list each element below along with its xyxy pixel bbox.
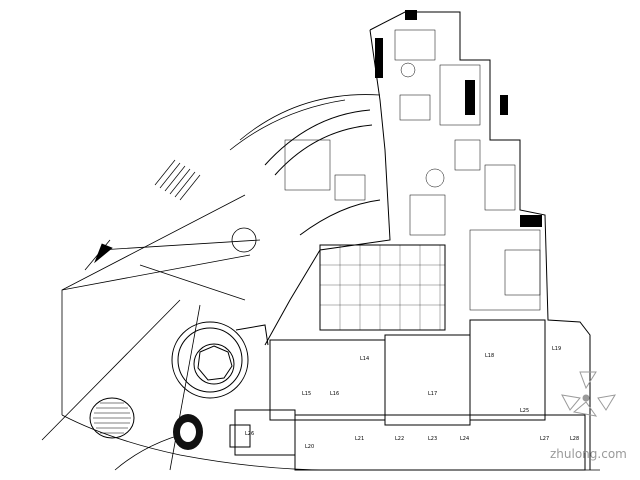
room-label: L25	[520, 408, 529, 414]
room-label: L20	[305, 444, 314, 450]
room-label: L28	[570, 436, 579, 442]
room-label: L24	[460, 436, 469, 442]
rotunda	[171, 321, 269, 399]
interior-details	[284, 29, 541, 311]
room-label: L19	[552, 346, 561, 352]
room-label: L16	[330, 391, 339, 397]
room-label: L14	[360, 356, 369, 362]
parking-stripes	[154, 159, 201, 201]
room-label: L27	[540, 436, 549, 442]
dark-fixtures	[375, 10, 542, 227]
room-label: L23	[428, 436, 437, 442]
room-labels: L14 L15 L16 L17 L18 L19 L20 L21 L22 L23 …	[245, 346, 579, 450]
room-label: L15	[302, 391, 311, 397]
room-label: L17	[428, 391, 437, 397]
room-label: L18	[485, 353, 494, 359]
planter-circle	[231, 227, 257, 253]
stair-block	[173, 414, 251, 450]
hall-grid	[320, 245, 445, 330]
building-outline	[234, 11, 591, 471]
fountain	[89, 397, 135, 439]
site-outline	[41, 94, 600, 471]
entry-arrow	[84, 239, 113, 271]
room-label: L26	[245, 431, 254, 437]
zhulong-compass-logo	[561, 371, 616, 417]
room-label: L21	[355, 436, 364, 442]
watermark-text: zhulong.com	[550, 447, 627, 461]
room-label: L22	[395, 436, 404, 442]
